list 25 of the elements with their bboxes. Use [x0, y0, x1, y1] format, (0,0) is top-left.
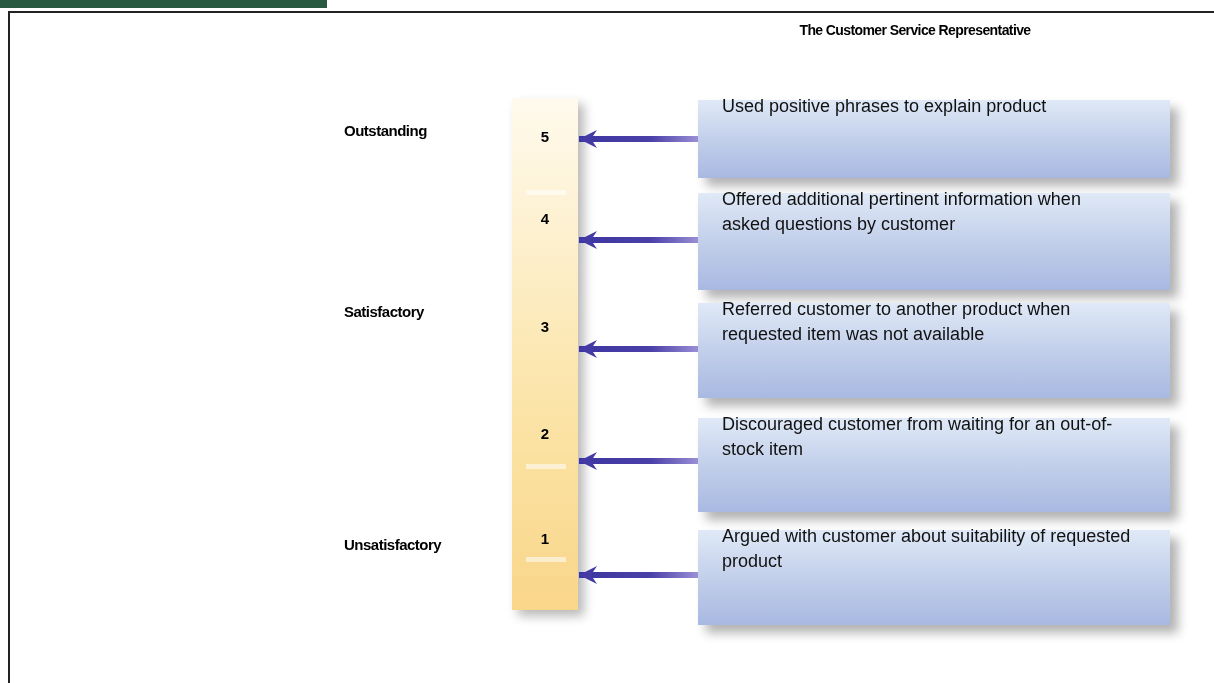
- behavior-box: [698, 100, 1170, 178]
- scale-number: 3: [539, 318, 551, 336]
- behavior-text: Referred customer to another product when requested item was not available: [722, 298, 1072, 346]
- rating-scale-bar: [512, 98, 578, 610]
- scale-level-label: Unsatisfactory: [344, 536, 442, 553]
- scale-level-label: Outstanding: [344, 122, 427, 139]
- behavior-box: [698, 530, 1170, 625]
- scale-level-label: Satisfactory: [344, 303, 424, 320]
- title: The Customer Service Representative: [798, 22, 1032, 38]
- scale-number: 1: [539, 530, 551, 548]
- scale-number: 4: [539, 210, 551, 228]
- behavior-text: Argued with customer about suitability of requested product: [722, 525, 1132, 573]
- behavior-text: Discouraged customer from waiting for an out-of-stock item: [722, 413, 1114, 461]
- behavior-box: [698, 418, 1170, 512]
- behavior-text: Used positive phrases to explain product: [722, 95, 1048, 118]
- arrow: [579, 340, 698, 358]
- scale-number: 5: [539, 128, 551, 146]
- arrow: [579, 566, 698, 584]
- scale-number: 2: [539, 425, 551, 443]
- arrow: [579, 452, 698, 470]
- arrow: [579, 231, 698, 249]
- arrow: [579, 130, 698, 148]
- behavior-text: Offered additional pertinent information when asked questions by customer: [722, 188, 1082, 236]
- behavior-box: [698, 303, 1170, 398]
- behavior-box: [698, 193, 1170, 290]
